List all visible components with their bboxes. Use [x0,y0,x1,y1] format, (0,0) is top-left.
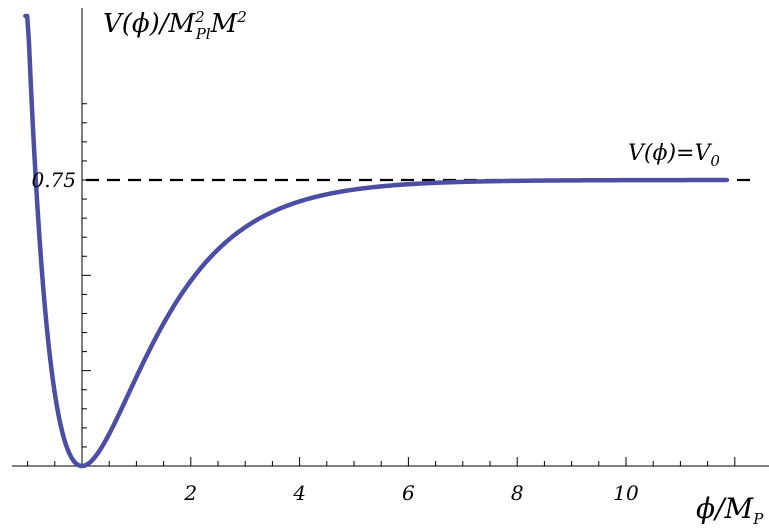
x-tick-label: 10 [613,481,639,505]
x-tick-label: 2 [183,481,197,505]
tick-marks: 2 4 6 8 10 [27,103,736,505]
reference-line-label: V(ϕ)=V0 [628,141,720,170]
x-tick-label: 8 [511,481,524,505]
series-line [23,13,729,469]
x-axis-title: ϕ/MP [696,492,764,528]
y-tick-label: 0.75 [31,168,76,192]
x-tick-label: 4 [292,481,306,505]
x-tick-label: 6 [402,481,415,505]
